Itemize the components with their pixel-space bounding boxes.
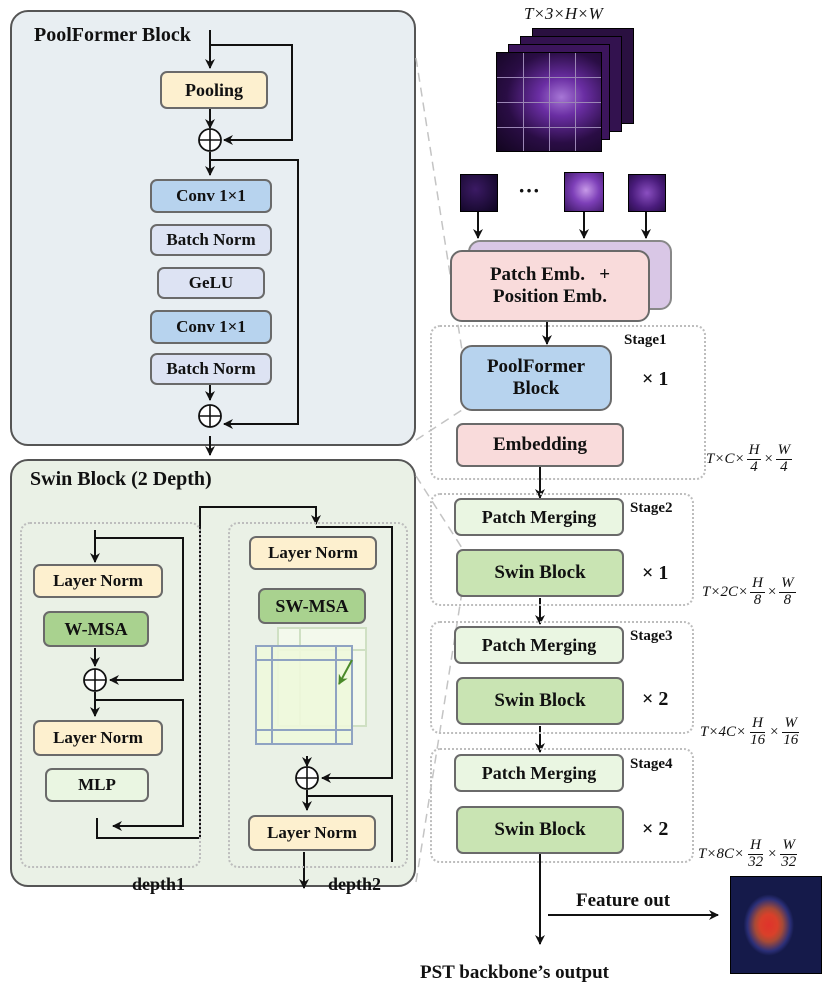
depth1-layer-norm-2: Layer Norm bbox=[33, 720, 163, 756]
swin-block-title: Swin Block (2 Depth) bbox=[30, 468, 212, 490]
conv1x1-box-2: Conv 1×1 bbox=[150, 310, 272, 344]
stage3-multiplier: × 2 bbox=[642, 688, 669, 710]
stage4-multiplier: × 2 bbox=[642, 818, 669, 840]
input-dims-label: T×3×H×W bbox=[524, 4, 603, 23]
shifted-window-grid bbox=[255, 627, 367, 745]
patch-emb-label: Patch Emb. + bbox=[489, 264, 611, 286]
stage3-patch-merging: Patch Merging bbox=[454, 626, 624, 664]
position-emb-label: Position Emb. bbox=[492, 286, 608, 307]
stage1-multiplier: × 1 bbox=[642, 368, 669, 390]
stage2-container bbox=[430, 493, 694, 606]
stage2-label: Stage2 bbox=[630, 500, 673, 516]
stage1-container bbox=[430, 325, 706, 480]
depth1-label: depth1 bbox=[132, 874, 186, 894]
depth2-label: depth2 bbox=[328, 874, 382, 894]
feature-out-label: Feature out bbox=[576, 890, 671, 911]
depth2-layer-norm-1: Layer Norm bbox=[249, 536, 377, 570]
pooling-box: Pooling bbox=[160, 71, 268, 109]
patch-thumb-3 bbox=[628, 174, 666, 212]
conv1x1-box-1: Conv 1×1 bbox=[150, 179, 272, 213]
stage3-label: Stage3 bbox=[630, 628, 673, 644]
feature-heatmap bbox=[730, 876, 822, 974]
stage2-swin-block: Swin Block bbox=[456, 549, 624, 597]
depth1-container bbox=[20, 522, 201, 868]
stage1-embedding: Embedding bbox=[456, 423, 624, 467]
patch-ellipsis: ··· bbox=[518, 178, 541, 203]
depth2-container bbox=[228, 522, 408, 868]
batch-norm-box-2: Batch Norm bbox=[150, 353, 272, 385]
poolformer-block-title: PoolFormer Block bbox=[34, 24, 191, 46]
video-frame-stack bbox=[496, 28, 636, 152]
stage4-label: Stage4 bbox=[630, 756, 673, 772]
patch-thumb-2 bbox=[564, 172, 604, 212]
stage4-container bbox=[430, 748, 694, 863]
depth2-layer-norm-2: Layer Norm bbox=[248, 815, 376, 851]
stage3-swin-block: Swin Block bbox=[456, 677, 624, 725]
patch-thumb-1 bbox=[460, 174, 498, 212]
backbone-output-label: PST backbone’s output bbox=[420, 962, 610, 983]
stage3-container bbox=[430, 621, 694, 734]
stage2-patch-merging: Patch Merging bbox=[454, 498, 624, 536]
patch-position-embedding-box: Patch Emb. + Position Emb. bbox=[450, 250, 650, 322]
stage4-swin-block: Swin Block bbox=[456, 806, 624, 854]
stage4-patch-merging: Patch Merging bbox=[454, 754, 624, 792]
depth1-layer-norm-1: Layer Norm bbox=[33, 564, 163, 598]
depth2-sw-msa: SW-MSA bbox=[258, 588, 366, 624]
depth1-mlp: MLP bbox=[45, 768, 149, 802]
batch-norm-box-1: Batch Norm bbox=[150, 224, 272, 256]
stage1-poolformer-block: PoolFormer Block bbox=[460, 345, 612, 411]
gelu-box: GeLU bbox=[157, 267, 265, 299]
video-frame-front bbox=[496, 52, 602, 152]
depth1-w-msa: W-MSA bbox=[43, 611, 149, 647]
stage2-multiplier: × 1 bbox=[642, 562, 669, 584]
stage1-label: Stage1 bbox=[624, 332, 667, 348]
